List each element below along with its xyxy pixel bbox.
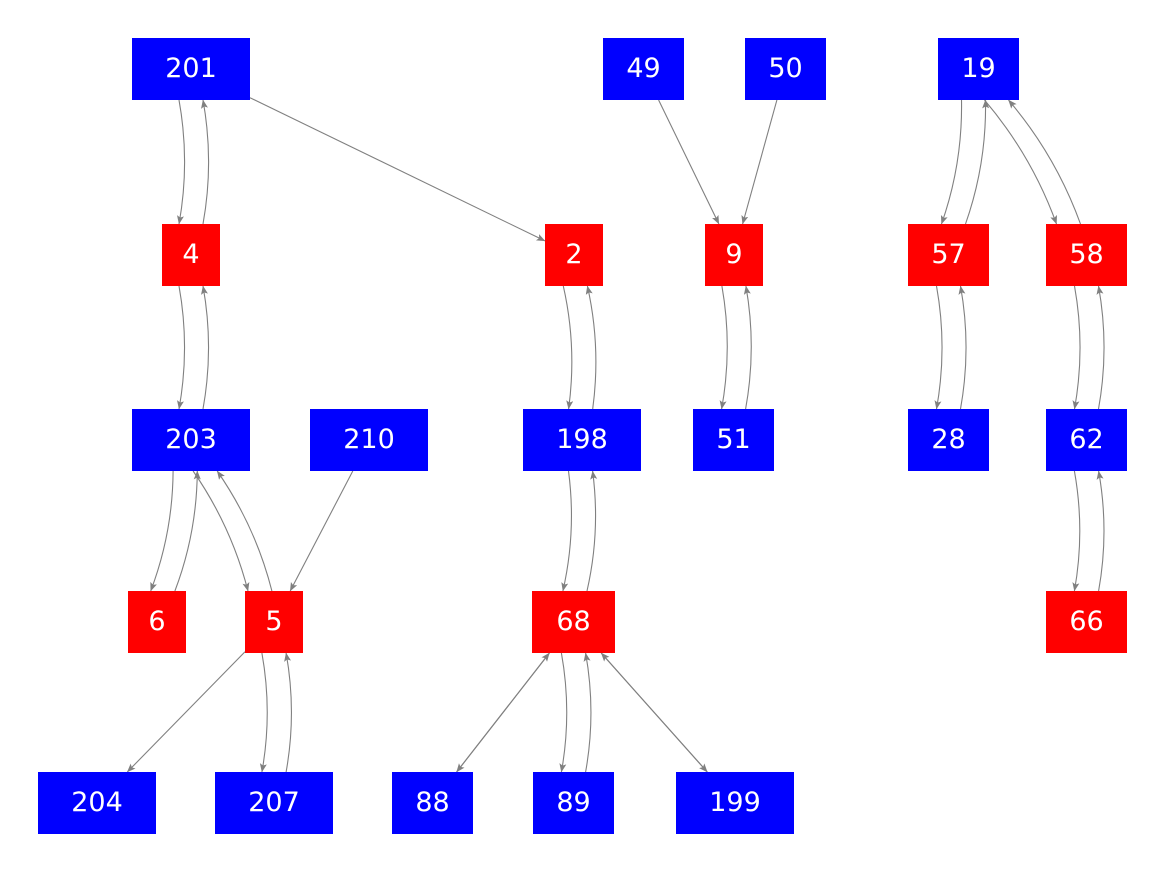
graph-node-51[interactable]: 51	[693, 409, 774, 471]
graph-node-62[interactable]: 62	[1046, 409, 1127, 471]
graph-node-label: 207	[248, 786, 300, 818]
graph-node-68[interactable]: 68	[532, 591, 615, 653]
graph-node-9[interactable]: 9	[705, 224, 763, 286]
graph-node-label: 50	[768, 52, 803, 84]
graph-node-28[interactable]: 28	[908, 409, 989, 471]
graph-node-label: 210	[343, 423, 395, 455]
graph-node-label: 203	[165, 423, 217, 455]
graph-node-label: 5	[265, 605, 283, 637]
graph-node-49[interactable]: 49	[603, 38, 684, 100]
graph-node-label: 204	[71, 786, 123, 818]
graph-node-50[interactable]: 50	[745, 38, 826, 100]
graph-node-198[interactable]: 198	[523, 409, 641, 471]
graph-node-204[interactable]: 204	[38, 772, 156, 834]
graph-node-19[interactable]: 19	[938, 38, 1019, 100]
graph-node-label: 57	[931, 238, 966, 270]
graph-node-label: 2	[565, 238, 583, 270]
graph-node-label: 88	[415, 786, 450, 818]
graph-node-label: 4	[182, 238, 200, 270]
graph-node-199[interactable]: 199	[676, 772, 794, 834]
graph-node-label: 199	[709, 786, 761, 818]
graph-node-label: 19	[961, 52, 996, 84]
graph-node-label: 68	[556, 605, 591, 637]
graph-node-label: 9	[725, 238, 743, 270]
graph-node-201[interactable]: 201	[132, 38, 250, 100]
graph-node-58[interactable]: 58	[1046, 224, 1127, 286]
graph-node-label: 51	[716, 423, 751, 455]
graph-node-label: 58	[1069, 238, 1104, 270]
graph-node-label: 89	[556, 786, 591, 818]
graph-node-label: 198	[556, 423, 608, 455]
graph-node-label: 6	[148, 605, 166, 637]
graph-node-210[interactable]: 210	[310, 409, 428, 471]
graph-node-label: 201	[165, 52, 217, 84]
graph-node-5[interactable]: 5	[245, 591, 303, 653]
graph-node-89[interactable]: 89	[533, 772, 614, 834]
graph-node-66[interactable]: 66	[1046, 591, 1127, 653]
graph-node-4[interactable]: 4	[162, 224, 220, 286]
graph-node-57[interactable]: 57	[908, 224, 989, 286]
graph-node-88[interactable]: 88	[392, 772, 473, 834]
graph-node-label: 49	[626, 52, 661, 84]
graph-node-label: 28	[931, 423, 966, 455]
graph-node-label: 62	[1069, 423, 1104, 455]
graph-node-203[interactable]: 203	[132, 409, 250, 471]
graph-node-207[interactable]: 207	[215, 772, 333, 834]
graph-node-6[interactable]: 6	[128, 591, 186, 653]
graph-node-label: 66	[1069, 605, 1104, 637]
graph-node-2[interactable]: 2	[545, 224, 603, 286]
